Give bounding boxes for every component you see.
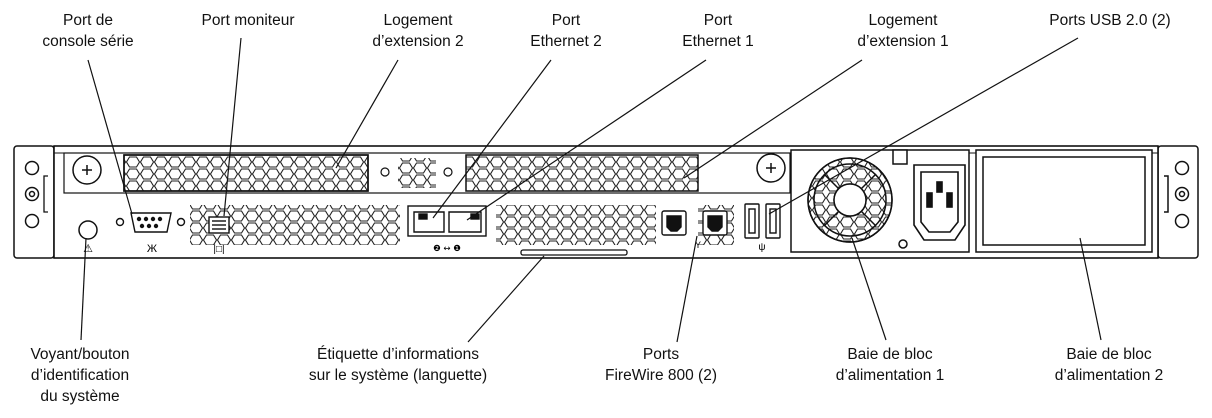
label-line: d’identification — [30, 367, 130, 384]
id-symbol: ⚠ — [83, 242, 93, 255]
label-line: Ethernet 1 — [682, 33, 754, 50]
label-system-id-button: Voyant/bouton d’identification du systèm… — [30, 344, 129, 407]
label-line: Logement — [868, 12, 938, 29]
monitor-symbol: |□| — [213, 244, 224, 255]
label-line: Port de — [63, 12, 113, 29]
label-line: Port — [703, 12, 733, 29]
label-expansion-slot-1: Logement d’extension 1 — [857, 10, 948, 52]
label-system-info-tab: Étiquette d’informations sur le système … — [309, 344, 487, 386]
label-line: du système — [40, 388, 120, 405]
expansion-slot-1 — [465, 154, 699, 192]
label-line: Baie de bloc — [847, 346, 933, 363]
label-line: Voyant/bouton — [30, 346, 130, 363]
right-rack-ear — [1157, 145, 1199, 259]
label-line: sur le système (languette) — [308, 367, 488, 384]
firewire-symbol: Y — [695, 240, 701, 250]
label-line: console série — [42, 33, 134, 50]
label-line: d’alimentation 1 — [835, 367, 945, 384]
serial-console-port[interactable] — [115, 212, 186, 233]
label-line: Logement — [383, 12, 453, 29]
label-line: d’alimentation 2 — [1054, 367, 1164, 384]
label-line: Étiquette d’informations — [317, 346, 479, 363]
label-line: Port — [551, 12, 581, 29]
label-line: Port moniteur — [201, 12, 295, 29]
label-line: Baie de bloc — [1066, 346, 1152, 363]
label-ethernet-port-1: Port Ethernet 1 — [682, 10, 754, 52]
ethernet-port-1[interactable] — [448, 211, 482, 233]
serial-symbol: Ж — [147, 243, 157, 255]
label-line: Ethernet 2 — [530, 33, 602, 50]
firewire-port-1[interactable] — [661, 210, 687, 236]
label-monitor-port: Port moniteur — [201, 10, 294, 31]
right-thumbscrew — [756, 153, 786, 183]
expansion-slot-2 — [123, 154, 369, 192]
power-inlet[interactable] — [913, 164, 966, 241]
label-usb-ports: Ports USB 2.0 (2) — [1049, 10, 1170, 31]
lower-vent-middle — [496, 205, 656, 245]
system-info-tab[interactable] — [520, 249, 628, 256]
label-firewire-ports: Ports FireWire 800 (2) — [605, 344, 717, 386]
label-power-supply-bay-1: Baie de bloc d’alimentation 1 — [836, 344, 945, 386]
ethernet-markers: ❷ ↔ ❶ — [433, 244, 461, 254]
label-line: Ports — [642, 346, 680, 363]
slot-divider-vent — [380, 158, 453, 188]
system-id-button[interactable] — [78, 220, 98, 240]
usb-symbol: ψ — [758, 242, 765, 253]
callout-leader-lines — [80, 37, 1102, 343]
left-thumbscrew — [72, 155, 102, 185]
label-line: d’extension 2 — [372, 33, 464, 50]
left-rack-ear — [13, 145, 55, 259]
firewire-port-2[interactable] — [702, 210, 728, 236]
power-supply-bay-2 — [975, 149, 1153, 253]
usb-port-2[interactable] — [765, 203, 781, 239]
label-serial-console-port: Port de console série — [42, 10, 133, 52]
label-expansion-slot-2: Logement d’extension 2 — [372, 10, 463, 52]
label-line: FireWire 800 (2) — [605, 367, 717, 384]
label-line: d’extension 1 — [857, 33, 949, 50]
label-power-supply-bay-2: Baie de bloc d’alimentation 2 — [1055, 344, 1164, 386]
label-ethernet-port-2: Port Ethernet 2 — [530, 10, 602, 52]
label-line: Ports USB 2.0 (2) — [1049, 12, 1171, 29]
usb-port-1[interactable] — [744, 203, 760, 239]
monitor-port[interactable] — [208, 216, 230, 234]
